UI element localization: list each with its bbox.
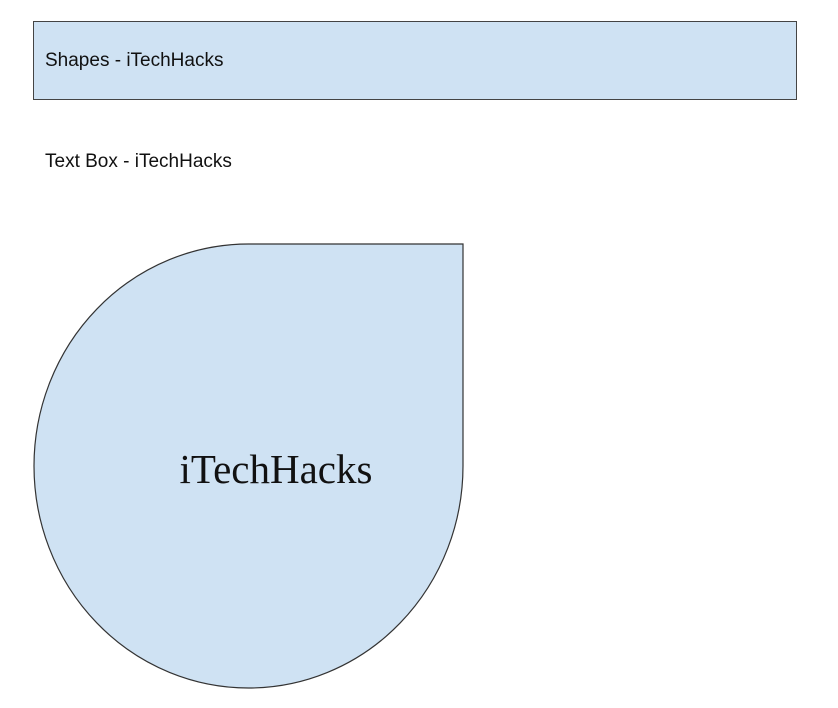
text-box[interactable]: Text Box - iTechHacks bbox=[45, 151, 232, 172]
teardrop-shape[interactable] bbox=[33, 243, 464, 689]
shapes-rectangle[interactable]: Shapes - iTechHacks bbox=[33, 21, 797, 100]
shapes-rectangle-label: Shapes - iTechHacks bbox=[45, 50, 224, 71]
teardrop-label: iTechHacks bbox=[180, 446, 373, 492]
